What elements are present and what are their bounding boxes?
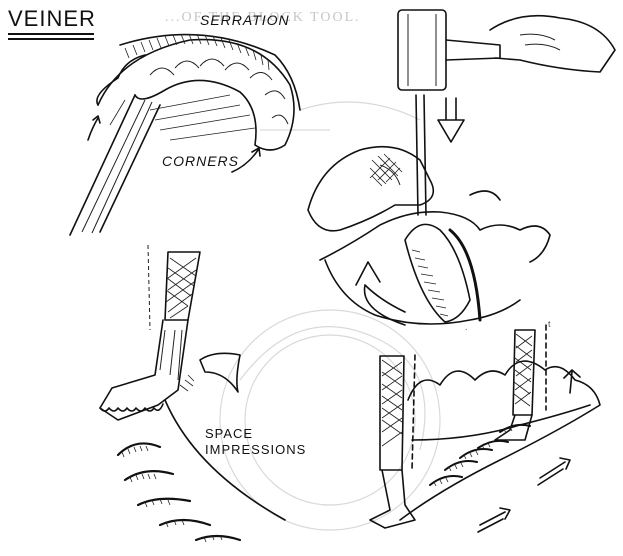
space-impressions-label: SPACE IMPRESSIONS (205, 426, 306, 458)
title-underline-second (8, 38, 94, 40)
serration-label: SERRATION (200, 12, 290, 28)
space-impressions-line1: SPACE (205, 426, 306, 442)
veiner-tip-closeup (70, 34, 300, 235)
handle-knurl (166, 258, 196, 318)
left-tool-knurl (382, 360, 402, 446)
hand-stamping (308, 147, 550, 325)
thumb-knurl (370, 154, 402, 186)
svg-text:t: t (548, 319, 551, 329)
corners-label: CORNERS (162, 153, 239, 169)
mallet-and-hand (398, 10, 615, 215)
background-ornament (220, 102, 440, 530)
diagram-title: VEINER (8, 6, 96, 32)
title-underline (8, 33, 94, 35)
veiner-space-impressions (100, 245, 285, 542)
svg-text:.: . (465, 322, 468, 332)
right-tool-knurl (514, 334, 532, 406)
space-impressions-line2: IMPRESSIONS (205, 442, 306, 458)
veiner-overlap-demo: t . (370, 319, 600, 532)
impression-marks (118, 443, 240, 542)
